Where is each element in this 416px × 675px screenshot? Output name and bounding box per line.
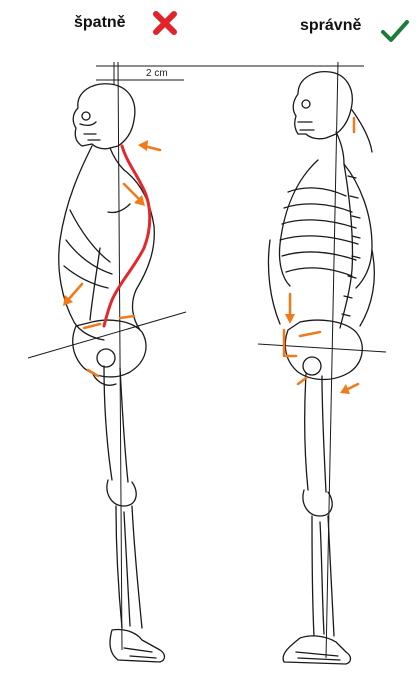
wrong-posture-figure	[59, 84, 165, 662]
correct-posture-arrows	[284, 118, 358, 394]
measurement-lines	[28, 62, 386, 658]
correct-posture-figure	[268, 72, 374, 664]
